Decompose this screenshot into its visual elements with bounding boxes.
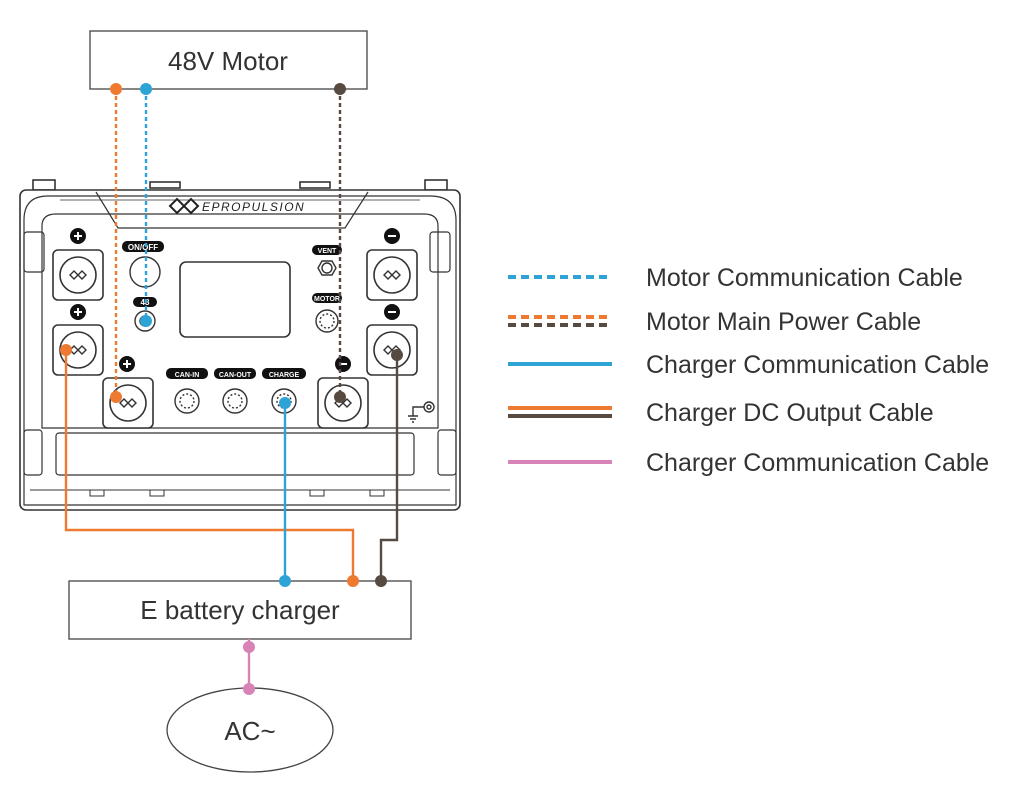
charger-box: E battery charger <box>68 580 412 640</box>
legend-item: Motor Communication Cable <box>508 264 963 292</box>
socket-motor <box>315 309 339 333</box>
vent-label: VENT <box>318 248 337 255</box>
socket-can-out <box>222 388 248 414</box>
terminal-plus-top <box>52 249 104 301</box>
plus-terminal-icon <box>119 356 135 372</box>
epropulsion-logo-icon <box>168 197 200 215</box>
minus-terminal-icon <box>384 304 400 320</box>
vent-cap <box>317 260 337 276</box>
minus-terminal-icon <box>384 228 400 244</box>
legend-label: Charger DC Output Cable <box>646 399 934 427</box>
charger-box-label: E battery charger <box>140 595 340 625</box>
motor-box: 48V Motor <box>89 30 368 90</box>
legend-item: Charger Communication Cable <box>508 351 989 379</box>
terminal-plus-front <box>102 377 154 429</box>
legend-item: Charger DC Output Cable <box>508 399 934 427</box>
ac-label: AC~ <box>224 716 275 746</box>
ground-icon <box>408 401 435 423</box>
legend-item: Charger Communication Cable <box>508 449 989 477</box>
minus-terminal-icon <box>335 356 351 372</box>
plus-terminal-icon <box>70 228 86 244</box>
on-off-label: ON/OFF <box>128 243 158 252</box>
connection-dots <box>60 83 403 695</box>
charger-dc-cable-negative <box>379 355 399 581</box>
socket-can-in <box>174 388 200 414</box>
can-in-label: CAN-IN <box>175 372 200 379</box>
terminals <box>52 249 418 429</box>
charge-label: CHARGE <box>269 372 300 379</box>
legend-label: Charger Communication Cable <box>646 449 989 477</box>
terminal-minus-front <box>317 377 369 429</box>
terminal-minus-lower <box>366 324 418 376</box>
ac-source: AC~ <box>166 687 334 773</box>
brand-label: EPROPULSION <box>202 200 305 214</box>
charger-dc-cable-positive <box>64 350 355 581</box>
legend-label: Motor Communication Cable <box>646 264 963 292</box>
can-out-label: CAN-OUT <box>219 372 252 379</box>
legend-label: Motor Main Power Cable <box>646 308 921 336</box>
motor-box-label: 48V Motor <box>168 46 288 76</box>
terminal-minus-top <box>366 249 418 301</box>
motor-label: MOTOR <box>314 296 340 303</box>
plus-terminal-icon <box>70 304 86 320</box>
legend-item: Motor Main Power Cable <box>508 308 921 336</box>
panel-tags: ON/OFF 48 VENT MOTOR CAN-IN CAN-OUT CHAR… <box>122 241 342 379</box>
legend-label: Charger Communication Cable <box>646 351 989 379</box>
